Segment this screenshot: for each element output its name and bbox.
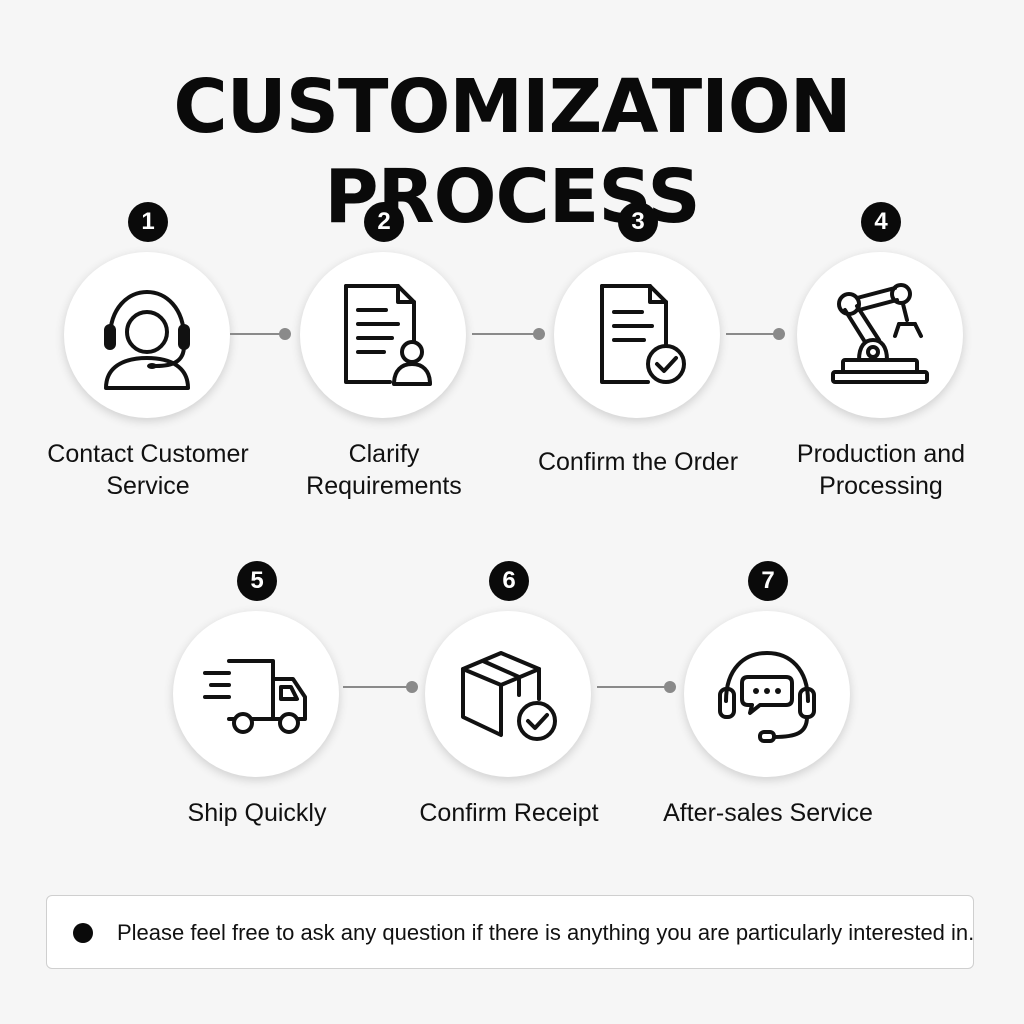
step-number: 5 [237,561,277,601]
step-number: 6 [489,561,529,601]
document-check-icon [600,284,686,384]
package-check-icon [461,651,557,741]
step-contact-customer-service: 1 Contact Customer Service [38,202,258,502]
step-confirm-receipt: 6 Confirm Receipt [399,561,619,861]
step-ship-quickly: 5 Ship Quickly [147,561,367,861]
step-clarify-requirements: 2 Clarify Requirements [274,202,494,502]
step-label: Clarify Requirements [306,440,462,500]
step-label: Contact Customer Service [47,440,249,500]
step-icon-circle [684,611,850,777]
step-icon-circle [64,252,230,418]
connector-6-7 [597,681,676,693]
step-icon-circle [554,252,720,418]
connector-3-4 [726,328,785,340]
step-number: 1 [128,202,168,242]
note-text: Please feel free to ask any question if … [117,920,975,945]
step-confirm-the-order: 3 Confirm the Order [528,202,748,502]
step-icon-circle [797,252,963,418]
step-number: 4 [861,202,901,242]
step-after-sales-service: 7 After-sales Service [658,561,878,861]
note-box: Please feel free to ask any question if … [46,895,974,969]
step-production-and-processing: 4 Production and Processing [771,202,991,502]
connector-1-2 [230,328,291,340]
headphones-chat-icon [718,651,816,743]
delivery-truck-icon [203,659,307,734]
document-user-icon [344,284,432,386]
page-title: CUSTOMIZATION PROCESS [173,64,851,240]
step-number: 3 [618,202,658,242]
step-number: 7 [748,561,788,601]
connector-2-3 [472,328,545,340]
step-icon-circle [173,611,339,777]
headset-agent-icon [104,290,190,390]
step-label: Confirm Receipt [419,799,599,827]
step-label: Production and Processing [796,440,966,500]
step-label: Ship Quickly [187,799,327,827]
step-number: 2 [364,202,404,242]
robot-arm-icon [831,283,929,384]
step-icon-circle [425,611,591,777]
connector-5-6 [343,681,418,693]
bullet-dot-icon [73,923,93,943]
step-label: Confirm the Order [537,448,739,476]
step-icon-circle [300,252,466,418]
step-label: After-sales Service [663,799,873,827]
